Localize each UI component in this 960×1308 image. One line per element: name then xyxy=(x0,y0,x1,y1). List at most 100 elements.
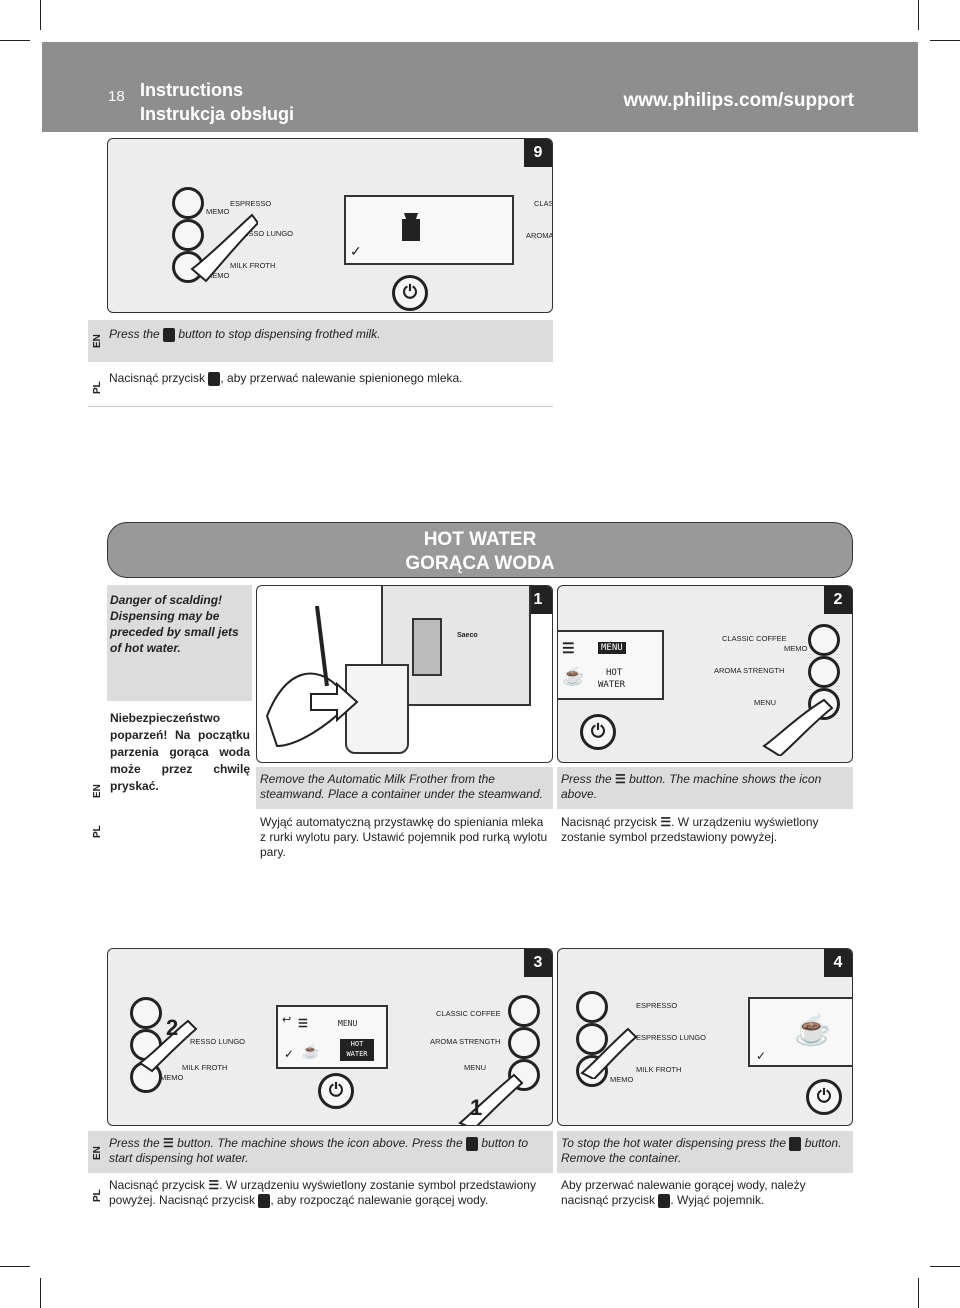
step-3-illustration: 3 RESSO LUNGO MILK FROTH MEMO 2 ↩ ☰ MENU… xyxy=(107,948,553,1126)
step-number: 3 xyxy=(524,949,552,977)
pressing-hand-icon xyxy=(190,213,258,283)
page-header: 18 Instructions Instrukcja obsługi www.p… xyxy=(42,42,918,132)
lang-en: EN xyxy=(92,1146,103,1160)
menu-icon: ☰ xyxy=(660,815,672,830)
display-screen: ☰ MENU HOT WATER ☕ xyxy=(558,630,664,700)
milk-froth-memo-icon xyxy=(163,327,176,342)
hot-water-cup-icon: ☕ xyxy=(794,1014,832,1047)
milk-froth-memo-icon xyxy=(466,1136,478,1151)
section-title-pl: GORĄCA WODA xyxy=(405,553,555,574)
step-9-en-text: Press the button to stop dispensing frot… xyxy=(109,327,381,342)
step-4-en-band xyxy=(557,1131,853,1173)
step-2-en-band xyxy=(557,767,853,809)
steamwand xyxy=(412,618,442,676)
step-1-en-text: Remove the Automatic Milk Frother from t… xyxy=(260,772,543,801)
step-number: 4 xyxy=(824,949,852,977)
step-4-en-text: To stop the hot water dispensing press t… xyxy=(561,1136,842,1165)
espresso-button xyxy=(130,997,162,1029)
label-espresso: ESPRESSO xyxy=(230,199,272,208)
pressing-hand-icon xyxy=(138,1019,198,1073)
crop-mark xyxy=(918,0,919,30)
support-link[interactable]: www.philips.com/support xyxy=(623,90,854,111)
screen-menu-text: MENU xyxy=(338,1019,358,1028)
crop-mark xyxy=(930,1266,960,1267)
power-icon: ⏻ xyxy=(318,1073,354,1109)
hand-step-label: 2 xyxy=(166,1015,179,1040)
label-memo: MEMO xyxy=(160,1073,184,1082)
step-4-pl-text: Aby przerwać nalewanie gorącej wody, nal… xyxy=(561,1178,806,1208)
step-9-pl-text: Nacisnąć przycisk , aby przerwać nalewan… xyxy=(109,371,463,386)
label-classic-coffee: CLASSIC COFFEE xyxy=(436,1009,501,1018)
hand-step-label: 1 xyxy=(470,1095,483,1120)
screen-hot-water-selected: HOT WATER xyxy=(340,1039,374,1061)
pressing-hand-icon xyxy=(762,698,834,756)
display-screen: ↩ ☰ MENU ✓ ☕ HOT WATER xyxy=(276,1005,388,1069)
milk-froth-memo-icon xyxy=(789,1136,802,1151)
menu-icon: ☰ xyxy=(615,772,626,787)
menu-icon: ☰ xyxy=(208,1178,220,1193)
label-memo: MEMO xyxy=(206,207,230,216)
milk-froth-memo-icon xyxy=(208,371,221,386)
crop-mark xyxy=(0,1266,30,1267)
classic-coffee-button xyxy=(508,995,540,1027)
label-milk-froth: MILK FROTH xyxy=(636,1065,682,1074)
label-espresso: ESPRESSO xyxy=(636,1001,678,1010)
label-espresso-lungo: RESSO LUNGO xyxy=(238,229,294,238)
page-number: 18 xyxy=(108,88,125,105)
crop-mark xyxy=(40,1278,41,1308)
label-espresso-lungo: RESSO LUNGO xyxy=(190,1037,246,1046)
container-jug xyxy=(345,664,409,754)
menu-icon: ☰ xyxy=(163,1136,174,1151)
milk-froth-memo-icon xyxy=(258,1194,271,1209)
title-pl: Instrukcja obsługi xyxy=(140,104,295,124)
step-1-en-band xyxy=(256,767,553,809)
step-2-en-text: Press the ☰ button. The machine shows th… xyxy=(561,772,822,802)
check-icon: ✓ xyxy=(756,1049,767,1063)
section-title-en: HOT WATER xyxy=(423,529,537,550)
step-2-pl-text: Nacisnąć przycisk ☰. W urządzeniu wyświe… xyxy=(561,815,819,845)
hand-holding-frother-icon xyxy=(265,606,349,748)
check-icon: ✓ xyxy=(350,243,362,259)
section-title: HOT WATER GORĄCA WODA xyxy=(107,522,853,578)
step-1-pl-text: Wyjąć automatyczną przystawkę do spienia… xyxy=(260,815,548,859)
espresso-lungo-button xyxy=(172,219,204,251)
aroma-strength-button xyxy=(808,656,840,688)
espresso-button xyxy=(576,991,608,1023)
crop-mark xyxy=(930,40,960,41)
label-aroma-strength: AROMA STRENGTH xyxy=(714,666,785,675)
lang-pl: PL xyxy=(92,825,103,838)
step-number: 2 xyxy=(824,586,852,614)
step-3-en-text: Press the ☰ button. The machine shows th… xyxy=(109,1136,529,1166)
title-en: Instructions xyxy=(140,80,244,100)
display-screen: ✓ xyxy=(344,195,514,265)
menu-icon: ☰ xyxy=(562,640,575,656)
label-memo: MEMO xyxy=(206,271,230,280)
label-classic-coffee: CLASS xyxy=(534,199,552,208)
label-classic-coffee: CLASSIC COFFEE xyxy=(722,634,787,643)
screen-menu-text: MENU xyxy=(598,642,626,654)
classic-coffee-button xyxy=(808,624,840,656)
espresso-button xyxy=(172,187,204,219)
espresso-lungo-button xyxy=(576,1023,608,1055)
step-number: 9 xyxy=(524,139,552,167)
power-icon: ⏻ xyxy=(392,275,428,311)
brand-logo: Saeco xyxy=(457,632,478,639)
lang-pl: PL xyxy=(92,381,103,394)
lang-pl: PL xyxy=(92,1189,103,1202)
milk-jug-icon xyxy=(402,213,420,241)
step-1-illustration: 1 Saeco xyxy=(256,585,553,763)
pressing-hand-icon xyxy=(580,1027,638,1079)
crop-mark xyxy=(918,1278,919,1308)
label-milk-froth: MILK FROTH xyxy=(230,261,276,270)
menu-icon: ☰ xyxy=(298,1018,308,1030)
label-aroma: AROMA xyxy=(526,231,553,240)
hot-water-cup-icon: ☕ xyxy=(302,1043,320,1059)
label-espresso-lungo: ESPRESSO LUNGO xyxy=(636,1033,707,1042)
label-memo: MEMO xyxy=(784,644,808,653)
step-4-illustration: 4 ESPRESSO ESPRESSO LUNGO MILK FROTH MEM… xyxy=(557,948,853,1126)
step-9-illustration: 9 ESPRESSO MEMO RESSO LUNGO MILK FROTH M… xyxy=(107,138,553,313)
label-memo: MEMO xyxy=(610,1075,634,1084)
lang-en: EN xyxy=(92,784,103,798)
back-icon: ↩ xyxy=(282,1014,292,1026)
display-screen: ✓ ☕ xyxy=(748,997,852,1067)
